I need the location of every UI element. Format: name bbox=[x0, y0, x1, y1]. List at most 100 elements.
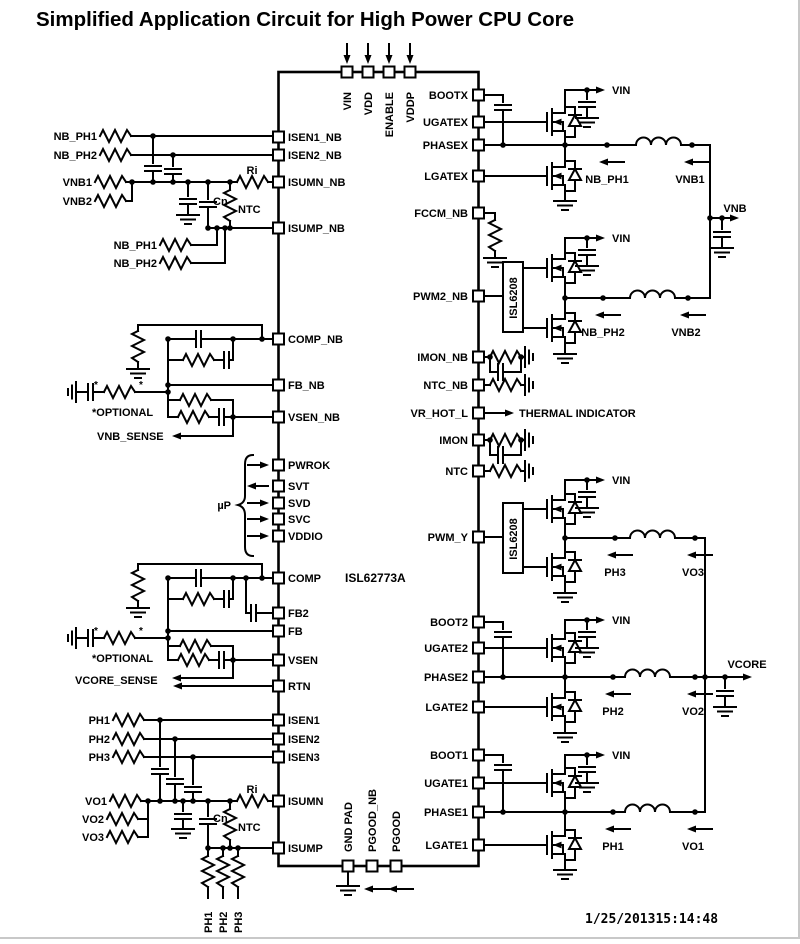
label-vin-1: VIN bbox=[612, 750, 630, 762]
resistor bbox=[94, 194, 127, 208]
nb-current-sense-network: NB_PH1 NB_PH2 VNB1 VNB2 Cn NTC Ri NB_PH1… bbox=[54, 129, 274, 270]
driver-label-nb: ISL6208 bbox=[508, 277, 520, 319]
ground bbox=[553, 353, 577, 364]
mosfet-low-side bbox=[538, 305, 582, 351]
mosfet-high-side bbox=[538, 245, 582, 291]
ground bbox=[126, 607, 150, 618]
pin-vsen-nb: VSEN_NB bbox=[288, 412, 340, 424]
pin-pwm2-nb: PWM2_NB bbox=[413, 291, 468, 303]
pin-fccm-nb: FCCM_NB bbox=[414, 208, 468, 220]
net-nb-ph2: NB_PH2 bbox=[54, 150, 97, 162]
mosfet-low-side bbox=[538, 153, 582, 199]
resistor bbox=[112, 713, 145, 727]
resistor bbox=[159, 256, 192, 270]
resistor-optional bbox=[103, 631, 136, 645]
pin-vddio: VDDIO bbox=[288, 531, 323, 543]
phase-y-power-stage: ISL6208 VIN PH3 VO3 bbox=[483, 475, 713, 813]
resistor bbox=[112, 750, 145, 764]
resistor bbox=[131, 330, 145, 363]
pin-isump: ISUMP bbox=[288, 843, 323, 855]
brace bbox=[234, 453, 255, 558]
driver-isl6208-nb bbox=[502, 261, 524, 333]
resistor bbox=[182, 353, 215, 367]
resistor bbox=[489, 378, 522, 392]
resistor bbox=[231, 855, 245, 888]
resistor bbox=[489, 350, 522, 364]
inductor bbox=[635, 136, 682, 146]
net-vo3-out: VO3 bbox=[682, 567, 704, 579]
net-nb-ph2-out: NB_PH2 bbox=[581, 327, 624, 339]
label-ri: Ri bbox=[247, 165, 258, 177]
label-cn-core: Cn bbox=[213, 813, 228, 825]
label-ntc-core: NTC bbox=[238, 822, 261, 834]
pin-phase1: PHASE1 bbox=[424, 807, 468, 819]
pin-isumn-nb: ISUMN_NB bbox=[288, 177, 346, 189]
label-optional-nb: *OPTIONAL bbox=[92, 407, 153, 419]
ground bbox=[713, 706, 737, 717]
pin-ntc-nb: NTC_NB bbox=[423, 380, 468, 392]
label-thermal-indicator: THERMAL INDICATOR bbox=[519, 408, 636, 420]
ground bbox=[710, 247, 734, 258]
pin-isen3: ISEN3 bbox=[288, 752, 320, 764]
resistor bbox=[177, 410, 210, 424]
ground bbox=[67, 381, 77, 403]
label-ntc: NTC bbox=[238, 204, 261, 216]
pin-top-vdd: VDD bbox=[363, 92, 375, 115]
pin-top-vin: VIN bbox=[342, 92, 354, 110]
phase-2-power-stage: VIN PH2 VO2 VCORE bbox=[483, 615, 767, 743]
net-ph3-bottom: PH3 bbox=[233, 912, 245, 933]
ground bbox=[553, 732, 577, 743]
label-vcore-sense: VCORE_SENSE bbox=[75, 675, 158, 687]
pin-fb-nb: FB_NB bbox=[288, 380, 325, 392]
pin-isen2: ISEN2 bbox=[288, 734, 320, 746]
net-ph3: PH3 bbox=[89, 752, 110, 764]
pin-svt: SVT bbox=[288, 481, 310, 493]
pin-svc: SVC bbox=[288, 514, 311, 526]
ground bbox=[524, 374, 534, 396]
net-vnb1: VNB1 bbox=[63, 177, 92, 189]
asterisk-mark: * bbox=[94, 380, 98, 391]
net-vo2: VO2 bbox=[82, 814, 104, 826]
resistor bbox=[112, 732, 145, 746]
phase-1-power-stage: VIN PH1 VO1 bbox=[483, 750, 713, 880]
label-vnb-sense: VNB_SENSE bbox=[97, 431, 164, 443]
pin-lgate1: LGATE1 bbox=[425, 840, 468, 852]
resistor bbox=[216, 855, 230, 888]
pin-vsen: VSEN bbox=[288, 655, 318, 667]
mosfet-low-side bbox=[538, 544, 582, 590]
page-title: Simplified Application Circuit for High … bbox=[36, 8, 574, 31]
pins-right: BOOTX UGATEX PHASEX LGATEX FCCM_NB PWM2_… bbox=[411, 88, 485, 852]
ground bbox=[176, 214, 200, 225]
pin-phasex: PHASEX bbox=[423, 140, 469, 152]
pin-isen1: ISEN1 bbox=[288, 715, 320, 727]
pin-pwm-y: PWM_Y bbox=[428, 532, 469, 544]
label-ri-core: Ri bbox=[247, 784, 258, 796]
pin-svd: SVD bbox=[288, 498, 311, 510]
resistor bbox=[99, 148, 132, 162]
mosfet-high-side bbox=[538, 625, 582, 671]
pin-isen2-nb: ISEN2_NB bbox=[288, 150, 342, 162]
nb-phase-2-power-stage: ISL6208 VIN NB_PH2 VNB2 bbox=[483, 233, 711, 364]
ground bbox=[524, 346, 534, 368]
net-ph1-bottom: PH1 bbox=[203, 912, 215, 933]
mosfet-low-side bbox=[538, 822, 582, 868]
net-ph1: PH1 bbox=[89, 715, 110, 727]
resistor-ntc bbox=[223, 189, 237, 222]
timestamp: 1/25/201315:14:48 bbox=[585, 912, 718, 927]
resistor-ri bbox=[236, 175, 269, 189]
pin-ugate2: UGATE2 bbox=[424, 643, 468, 655]
pin-top-vddp: VDDP bbox=[405, 92, 417, 123]
driver-isl6208-y bbox=[502, 502, 524, 574]
net-vnb1-out: VNB1 bbox=[675, 174, 704, 186]
mosfet-low-side bbox=[538, 684, 582, 730]
ground bbox=[524, 460, 534, 482]
resistor bbox=[106, 812, 139, 826]
driver-label-y: ISL6208 bbox=[508, 518, 520, 560]
monitor-networks: THERMAL INDICATOR bbox=[483, 346, 636, 482]
resistor bbox=[179, 639, 212, 653]
pin-isumn: ISUMN bbox=[288, 796, 324, 808]
mosfet-high-side bbox=[538, 99, 582, 145]
pin-rtn: RTN bbox=[288, 681, 311, 693]
